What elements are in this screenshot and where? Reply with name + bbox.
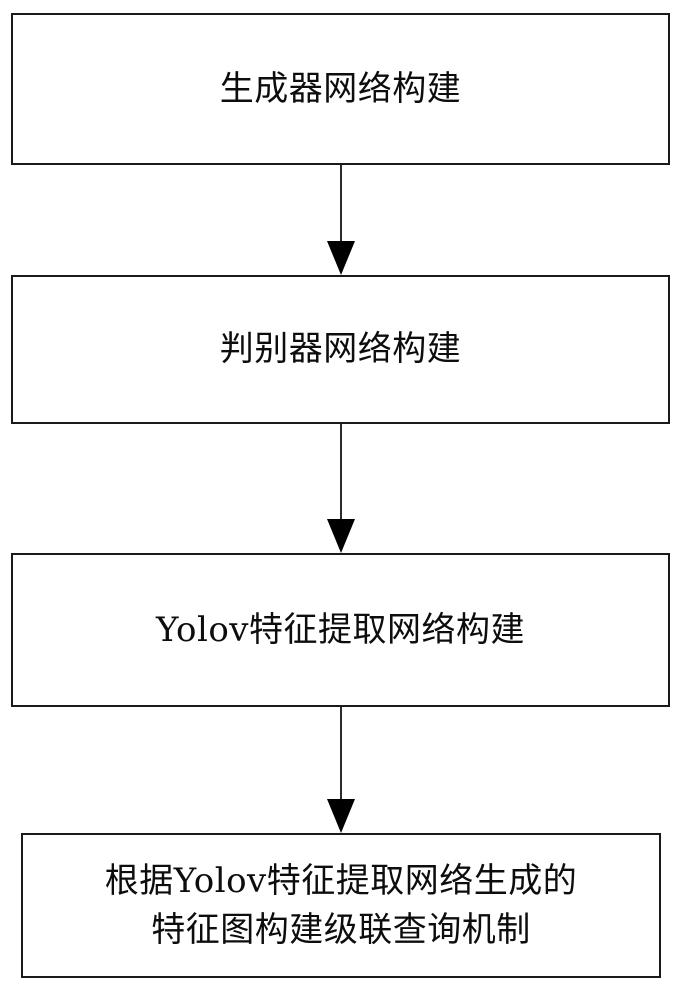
node-label: 生成器网络构建 [219, 68, 462, 109]
arrowhead-down-icon [327, 799, 355, 833]
flowchart-node-cascade-query-mechanism[interactable]: 根据Yolov特征提取网络生成的 特征图构建级联查询机制 [21, 833, 661, 978]
arrow-stem [340, 707, 342, 801]
arrow-stem [340, 424, 342, 521]
flowchart-node-generator-network[interactable]: 生成器网络构建 [11, 13, 670, 165]
node-label: 根据Yolov特征提取网络生成的 特征图构建级联查询机制 [104, 861, 578, 950]
flowchart-node-discriminator-network[interactable]: 判别器网络构建 [11, 275, 670, 424]
node-label: 判别器网络构建 [219, 329, 462, 370]
arrow-stem [340, 165, 342, 243]
node-label: Yolov特征提取网络构建 [155, 609, 525, 650]
arrowhead-down-icon [327, 519, 355, 553]
arrowhead-down-icon [327, 241, 355, 275]
flowchart-node-yolov-feature-extraction[interactable]: Yolov特征提取网络构建 [11, 553, 670, 707]
